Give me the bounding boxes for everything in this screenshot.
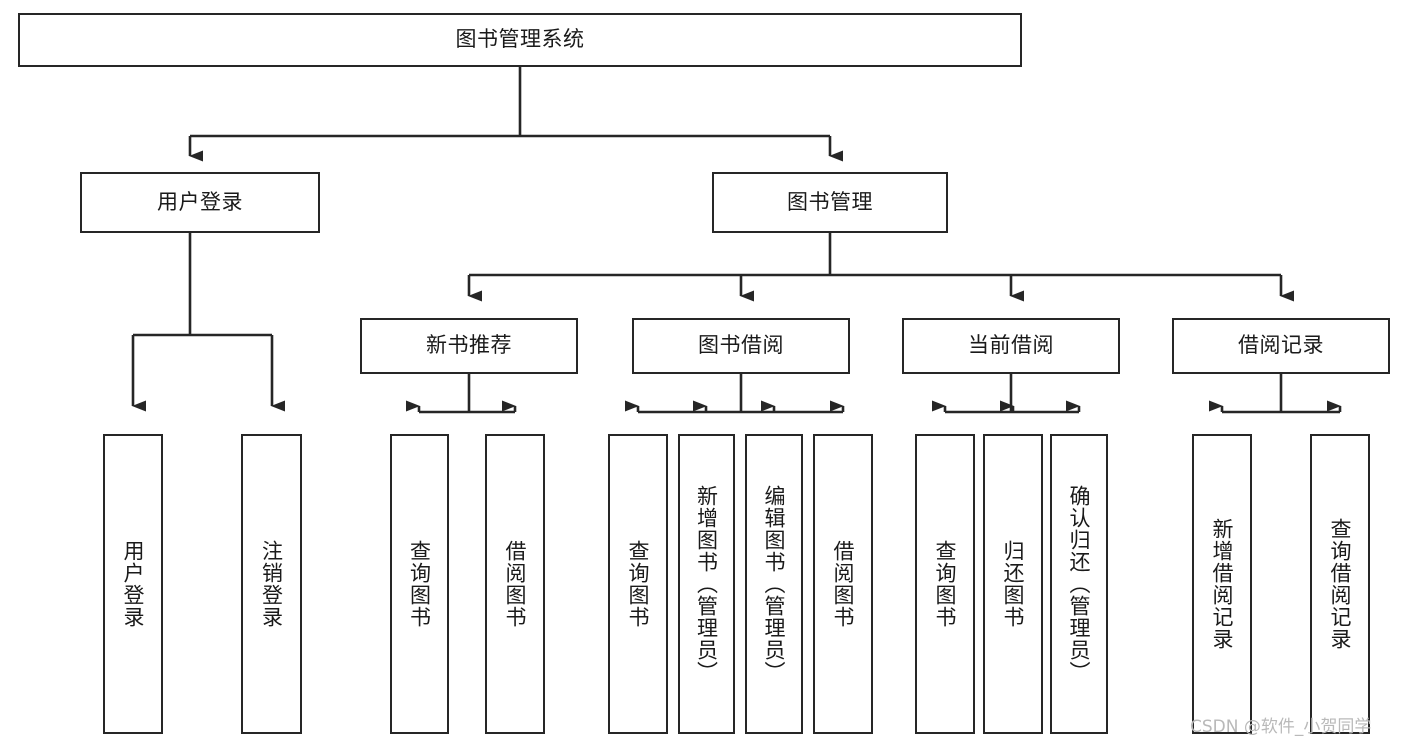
node-leaf-edit-book[interactable]: 编辑图书（管理员）	[745, 434, 803, 734]
node-leaf-query-record-label: 查询借阅记录	[1328, 518, 1353, 650]
node-leaf-confirm-return[interactable]: 确认归还（管理员）	[1050, 434, 1108, 734]
node-leaf-borrow-book-1-label: 借阅图书	[503, 540, 528, 628]
node-leaf-borrow-book-2-label: 借阅图书	[831, 540, 856, 628]
node-leaf-return-book[interactable]: 归还图书	[983, 434, 1043, 734]
node-leaf-query-record[interactable]: 查询借阅记录	[1310, 434, 1370, 734]
csdn-watermark: CSDN @软件_小贺同学	[1190, 717, 1372, 737]
node-book-management-label: 图书管理	[787, 189, 873, 214]
node-user-login-label: 用户登录	[157, 189, 243, 214]
node-leaf-user-login[interactable]: 用户登录	[103, 434, 163, 734]
node-leaf-confirm-return-label: 确认归还（管理员）	[1067, 485, 1092, 683]
node-root[interactable]: 图书管理系统	[18, 13, 1022, 67]
node-borrow-record[interactable]: 借阅记录	[1172, 318, 1390, 374]
node-leaf-add-record[interactable]: 新增借阅记录	[1192, 434, 1252, 734]
node-leaf-borrow-book-1[interactable]: 借阅图书	[485, 434, 545, 734]
node-current-borrow-label: 当前借阅	[968, 333, 1054, 358]
node-book-borrow-label: 图书借阅	[698, 333, 784, 358]
node-user-login[interactable]: 用户登录	[80, 172, 320, 233]
node-leaf-query-book-2[interactable]: 查询图书	[608, 434, 668, 734]
node-leaf-edit-book-label: 编辑图书（管理员）	[762, 485, 787, 683]
node-leaf-query-book-3-label: 查询图书	[933, 540, 958, 628]
node-current-borrow[interactable]: 当前借阅	[902, 318, 1120, 374]
node-leaf-user-logout-label: 注销登录	[259, 540, 284, 628]
node-leaf-user-logout[interactable]: 注销登录	[241, 434, 302, 734]
node-leaf-add-book[interactable]: 新增图书（管理员）	[678, 434, 735, 734]
node-leaf-borrow-book-2[interactable]: 借阅图书	[813, 434, 873, 734]
node-leaf-query-book-1[interactable]: 查询图书	[390, 434, 449, 734]
node-root-label: 图书管理系统	[455, 27, 585, 52]
node-leaf-return-book-label: 归还图书	[1001, 540, 1026, 628]
node-leaf-add-record-label: 新增借阅记录	[1210, 518, 1235, 650]
node-leaf-query-book-1-label: 查询图书	[407, 540, 432, 628]
node-new-book-recommend[interactable]: 新书推荐	[360, 318, 578, 374]
node-leaf-query-book-2-label: 查询图书	[626, 540, 651, 628]
node-leaf-add-book-label: 新增图书（管理员）	[694, 485, 719, 683]
node-new-book-recommend-label: 新书推荐	[426, 333, 512, 358]
node-leaf-query-book-3[interactable]: 查询图书	[915, 434, 975, 734]
node-borrow-record-label: 借阅记录	[1238, 333, 1324, 358]
node-book-management[interactable]: 图书管理	[712, 172, 948, 233]
node-leaf-user-login-label: 用户登录	[121, 540, 146, 628]
node-book-borrow[interactable]: 图书借阅	[632, 318, 850, 374]
